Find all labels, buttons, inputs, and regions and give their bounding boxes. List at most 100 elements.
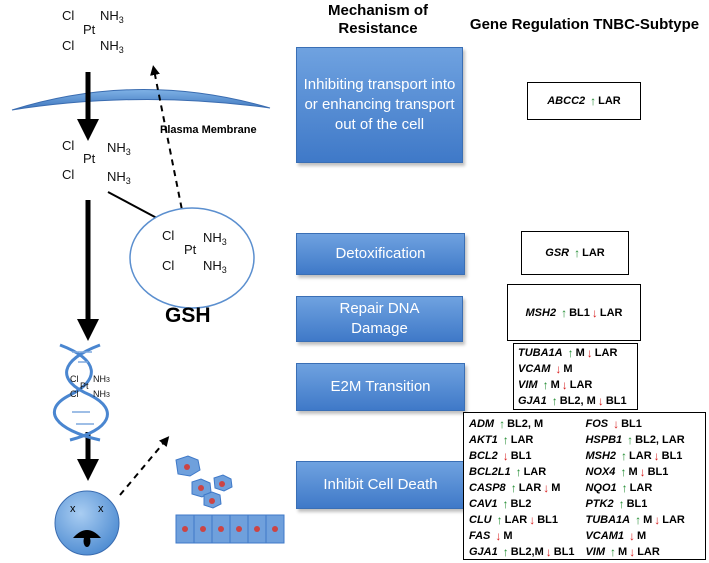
gene-name: ABCC2: [547, 95, 586, 107]
up-arrow-icon: ↑: [621, 481, 628, 495]
subtype-label: BL2, M: [507, 418, 544, 430]
dead-cell-face: x x: [54, 490, 120, 556]
gene-name: TUBA1A: [518, 347, 563, 359]
subtype-label: BL1: [661, 450, 683, 462]
gene-name: MSH2: [585, 450, 617, 462]
gene-name: MSH2: [525, 306, 557, 319]
gene-row: PTK2↑BL1: [585, 496, 700, 512]
subtype-label: LAR: [629, 482, 653, 494]
up-arrow-icon: ↑: [499, 417, 506, 431]
up-arrow-icon: ↑: [542, 378, 549, 392]
gene-row: ABCC2↑LAR: [547, 93, 621, 109]
gene-name: VCAM1: [585, 530, 624, 542]
down-arrow-icon: ↓: [597, 394, 604, 408]
gsh-label: GSH: [165, 304, 211, 327]
plasma-membrane-label: Plasma Membrane: [160, 124, 257, 136]
up-arrow-icon: ↑: [574, 246, 581, 260]
up-arrow-icon: ↑: [551, 394, 558, 408]
up-arrow-icon: ↑: [635, 513, 642, 527]
up-arrow-icon: ↑: [610, 545, 617, 559]
down-arrow-icon: ↓: [653, 449, 660, 463]
gene-row: BCL2 ↓BL1: [469, 448, 585, 464]
up-arrow-icon: ↑: [621, 449, 628, 463]
down-arrow-icon: ↓: [613, 417, 620, 431]
gene-row: MSH2↑LAR↓BL1: [585, 448, 700, 464]
subtype-label: M: [563, 363, 573, 375]
gene-name: BCL2L1: [469, 466, 511, 478]
subtype-label: LAR: [569, 379, 593, 391]
gene-name: FAS: [469, 530, 491, 542]
subtype-label: BL1: [553, 546, 575, 558]
subtype-label: BL1: [569, 306, 590, 319]
gene-regulation-header: Gene Regulation TNBC-Subtype: [469, 16, 700, 33]
up-arrow-icon: ↑: [502, 433, 509, 447]
gene-row: BCL2L1↑LAR: [469, 464, 585, 480]
subtype-label: BL1: [537, 514, 558, 526]
down-arrow-icon: ↓: [629, 545, 636, 559]
up-arrow-icon: ↑: [618, 497, 625, 511]
subtype-label: LAR: [598, 95, 621, 107]
down-arrow-icon: ↓: [502, 449, 509, 463]
gene-row: FAS↓M: [469, 528, 585, 544]
gene-name: BCL2: [469, 450, 498, 462]
subtype-label: M: [550, 379, 560, 391]
subtype-label: BL1: [510, 450, 532, 462]
mechanism-repair-dna: Repair DNA Damage: [296, 296, 463, 342]
gene-row: HSPB1↑BL2, LAR: [585, 432, 700, 448]
mechanism-detoxification: Detoxification: [296, 233, 465, 275]
up-arrow-icon: ↑: [567, 346, 574, 360]
gene-row: GJA1↑BL2, M↓BL1: [518, 393, 633, 409]
death-dashed-arrow: [119, 436, 170, 496]
cell-layer: [175, 514, 285, 544]
gene-row: AKT1↑LAR: [469, 432, 585, 448]
gene-name: PTK2: [585, 498, 614, 510]
down-arrow-icon: ↓: [495, 529, 502, 543]
gene-row: TUBA1A↑M↓LAR: [585, 512, 700, 528]
gene-name: CASP8: [469, 482, 506, 494]
subtype-label: M: [643, 514, 653, 526]
down-arrow-icon: ↓: [529, 513, 536, 527]
subtype-label: LAR: [662, 514, 685, 526]
subtype-label: M: [575, 347, 585, 359]
gene-box-detoxification: GSR↑LAR: [521, 231, 629, 275]
up-arrow-icon: ↑: [502, 545, 509, 559]
subtype-label: M: [636, 530, 647, 542]
subtype-label: M: [618, 546, 628, 558]
gene-row: NOX4↑M↓BL1: [585, 464, 700, 480]
down-arrow-icon: ↓: [555, 362, 562, 376]
gene-row: CLU↑LAR↓BL1: [469, 512, 585, 528]
gene-name: GJA1: [518, 395, 547, 407]
gene-row: NQO1 ↑LAR: [585, 480, 700, 496]
up-arrow-icon: ↑: [502, 497, 509, 511]
subtype-label: LAR: [599, 306, 623, 319]
gene-row: CASP8↑LAR↓M: [469, 480, 585, 496]
up-arrow-icon: ↑: [496, 513, 503, 527]
mechanism-e2m: E2M Transition: [296, 363, 465, 411]
gene-name: NQO1: [585, 482, 617, 494]
down-arrow-icon: ↓: [561, 378, 568, 392]
subtype-label: M: [628, 466, 638, 478]
gene-box-transport: ABCC2↑LAR: [527, 82, 641, 120]
down-arrow-icon: ↓: [654, 513, 661, 527]
gene-name: VCAM: [518, 363, 551, 375]
subtype-label: LAR: [594, 347, 618, 359]
gene-box-repair: MSH2↑BL1↓LAR: [507, 284, 641, 341]
mechanism-header: Mechanism of Resistance: [327, 2, 429, 37]
gene-name: HSPB1: [585, 434, 623, 446]
subtype-label: BL2,M: [510, 546, 544, 558]
gene-row: TUBA1A↑M↓LAR: [518, 345, 633, 361]
mechanism-transport: Inhibiting transport into or enhancing t…: [296, 47, 463, 163]
gsh-circle: [129, 207, 255, 309]
gene-name: ADM: [469, 418, 495, 430]
subtype-label: LAR: [504, 514, 528, 526]
gene-name: GSR: [545, 247, 570, 259]
down-arrow-icon: ↓: [545, 545, 552, 559]
subtype-label: LAR: [637, 546, 660, 558]
gene-row: VIM ↑M↓LAR: [585, 544, 700, 560]
gene-name: NOX4: [585, 466, 616, 478]
up-arrow-icon: ↑: [510, 481, 517, 495]
gene-name: VIM: [585, 546, 606, 558]
